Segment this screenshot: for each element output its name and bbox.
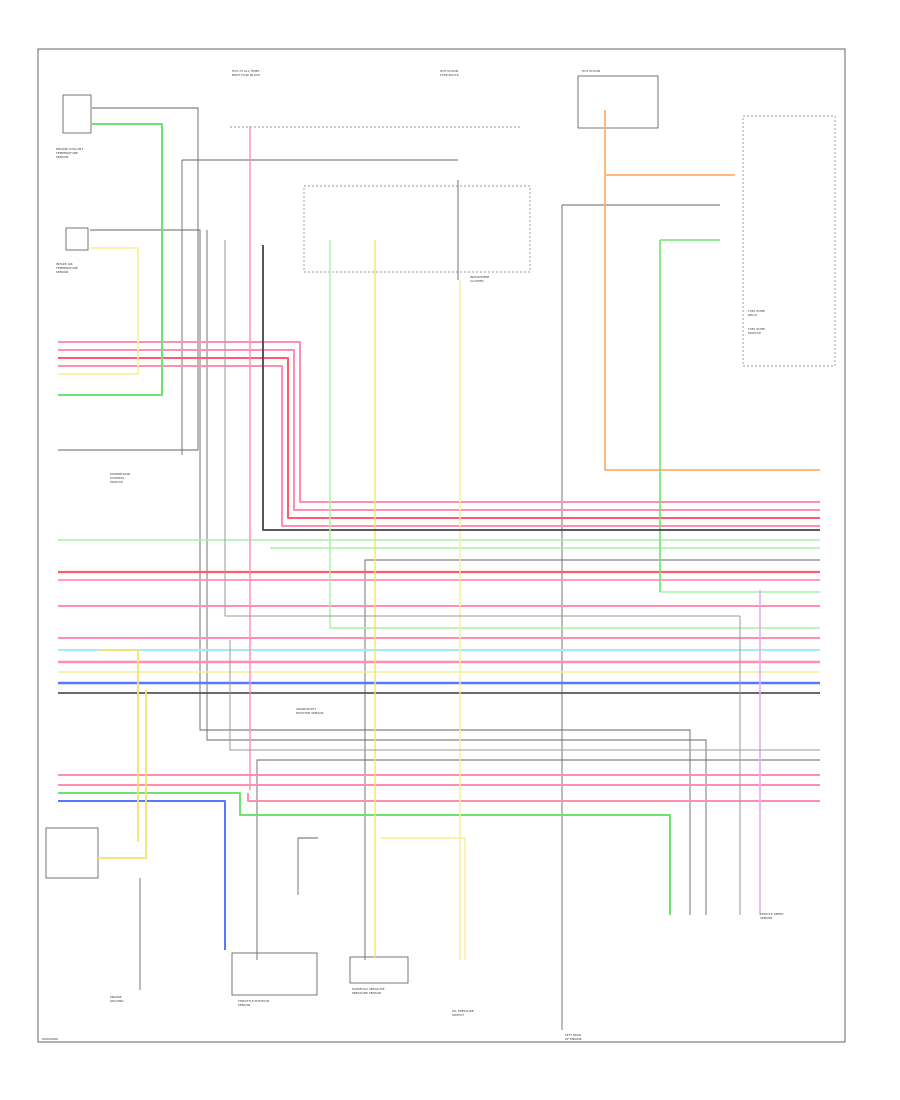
wire-frame-2 <box>181 159 458 455</box>
label-fpr-0: FUEL PUMP <box>748 309 765 313</box>
label-src2-0: HOT IN RUN <box>440 69 458 73</box>
wire-frame-3 <box>561 204 720 1030</box>
label-src3-0: HOT IN RUN <box>582 69 600 73</box>
fuel-pump-relay-box <box>742 115 836 367</box>
wire-gray-38 <box>229 640 820 751</box>
label-fpm-0: FUEL PUMP <box>748 327 765 331</box>
label-ground1-1: GROUND <box>110 999 124 1003</box>
wire-yellow-29 <box>98 690 147 859</box>
wire-frame-4 <box>90 229 691 915</box>
label-ect-2: SENSOR <box>56 155 68 159</box>
wire-pink-1 <box>58 349 820 511</box>
wire-frame-1 <box>58 107 199 451</box>
label-pcm-1: CONTROL <box>110 476 125 480</box>
label-ect-1: TEMPERATURE <box>55 151 78 155</box>
wire-yellow-28 <box>100 649 139 842</box>
wire-ltyellow-32 <box>380 837 466 960</box>
wire-red-2 <box>58 357 820 519</box>
wire-gray-37 <box>224 240 741 915</box>
label-ground1-0: ENGINE <box>110 995 122 999</box>
wire-frame-8 <box>364 559 820 960</box>
iat-sensor-box <box>65 227 89 251</box>
label-ground2-0: LEFT REAR <box>565 1033 581 1037</box>
wire-pink-23 <box>247 793 820 802</box>
map-box <box>349 956 409 984</box>
label-pcm-2: MODULE <box>110 480 123 484</box>
label-src1-1: BODY FUSE BLOCK <box>232 73 261 77</box>
label-map-0: MANIFOLD ABSOLUTE <box>352 987 385 991</box>
label-tps-0: THROTTLE POSITION <box>237 999 269 1003</box>
diagram-frame <box>37 48 846 1043</box>
wire-ltyellow-5 <box>58 247 139 375</box>
label-ops-1: SWITCH <box>452 1013 464 1017</box>
wire-frame-7 <box>256 759 820 960</box>
label-pcm-0: POWERTRAIN <box>110 472 130 476</box>
label-fpr-1: RELAY <box>748 313 758 317</box>
instrument-cluster-box <box>303 185 531 273</box>
wire-darkgray-34 <box>262 245 820 531</box>
fuse-box-right <box>577 75 659 129</box>
wire-layer <box>58 110 820 960</box>
label-ground2-1: OF ENGINE <box>565 1037 582 1041</box>
label-iat-2: SENSOR <box>56 270 68 274</box>
wire-pink-0 <box>58 341 820 503</box>
wire-orange-24 <box>604 110 820 471</box>
label-ect-0: ENGINE COOLANT <box>56 147 83 151</box>
label-ckp-1: POSITION SENSOR <box>296 711 324 715</box>
label-vss-0: VEHICLE SPEED <box>760 912 784 916</box>
label-fpm-1: MODULE <box>748 331 761 335</box>
label-tps-1: SENSOR <box>238 1003 250 1007</box>
tps-box <box>231 952 318 996</box>
lower-left-sensor-box <box>45 827 99 879</box>
label-ic-0: INSTRUMENT <box>470 275 490 279</box>
wire-green-4 <box>58 123 163 396</box>
label-ops-0: OIL PRESSURE <box>452 1009 474 1013</box>
label-vss-1: SENSOR <box>760 916 772 920</box>
label-ic-1: CLUSTER <box>470 279 484 283</box>
corner-code: W0000000 <box>42 1037 58 1041</box>
label-map-1: PRESSURE SENSOR <box>352 991 381 995</box>
wire-green-21 <box>58 792 671 915</box>
label-src1-0: HOT AT ALL TIMES <box>232 69 260 73</box>
ect-sensor-box <box>62 94 92 134</box>
label-ckp-0: CRANKSHAFT <box>296 707 316 711</box>
wire-frame-6 <box>297 837 318 895</box>
wire-blue-22 <box>58 800 226 950</box>
label-src2-1: FUSE BLOCK <box>440 73 460 77</box>
wire-pink-3 <box>58 365 820 527</box>
label-iat-1: TEMPERATURE <box>55 266 78 270</box>
label-iat-0: INTAKE AIR <box>56 262 73 266</box>
wire-frame-5 <box>206 230 707 915</box>
